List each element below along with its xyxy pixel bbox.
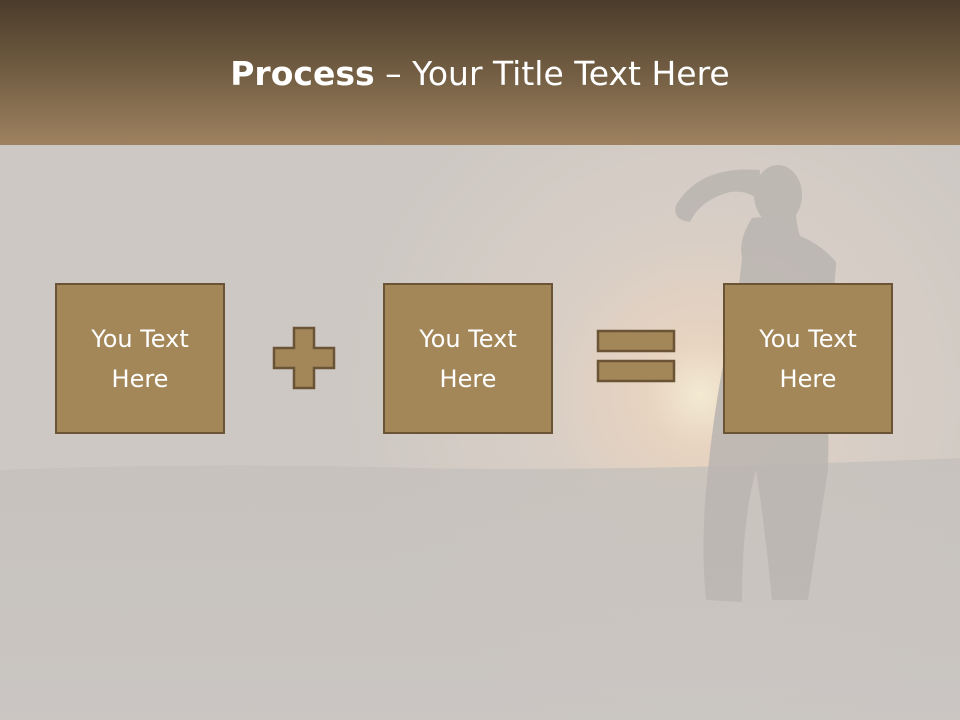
title-rest-text: – Your Title Text Here [374, 54, 730, 93]
box-2-line-1: You Text [419, 324, 517, 353]
box-1-line-2: Here [111, 364, 169, 393]
title-bold-text: Process [230, 54, 375, 93]
box-2-line-2: Here [439, 364, 497, 393]
process-box-2: You Text Here [383, 283, 553, 434]
box-3-line-2: Here [779, 364, 837, 393]
box-1-line-1: You Text [91, 324, 189, 353]
process-box-1: You Text Here [55, 283, 225, 434]
title-bar [0, 0, 960, 145]
box-3-line-1: You Text [759, 324, 857, 353]
equals-icon [596, 329, 676, 383]
process-box-3: You Text Here [723, 283, 893, 434]
plus-icon [272, 326, 336, 390]
slide-title: Process – Your Title Text Here [0, 50, 960, 98]
